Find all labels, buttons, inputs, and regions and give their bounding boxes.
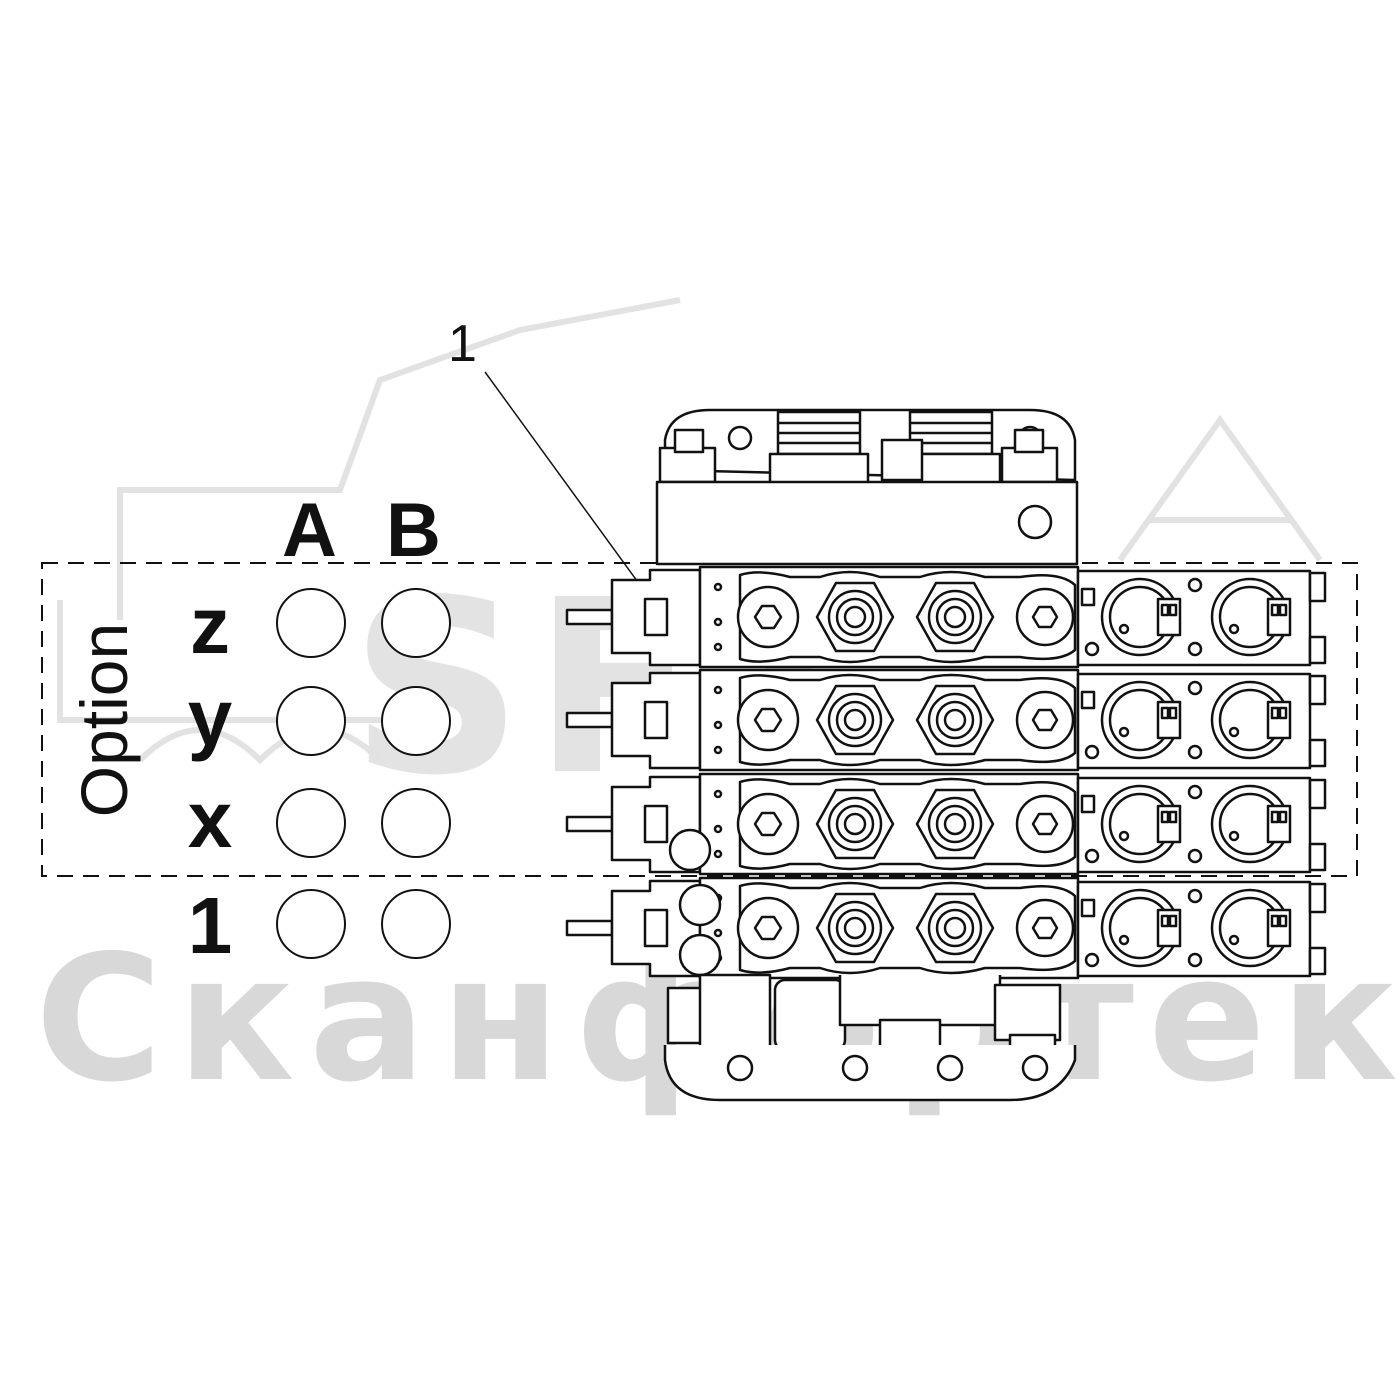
option-circles bbox=[276, 588, 451, 959]
valve-section-1 bbox=[565, 565, 1327, 669]
circle-x-b[interactable] bbox=[381, 788, 451, 858]
column-header-b: B bbox=[386, 488, 441, 573]
valve-section-2 bbox=[565, 668, 1327, 772]
circle-y-b[interactable] bbox=[381, 686, 451, 756]
row-label-1: 1 bbox=[187, 881, 233, 970]
circle-x-a[interactable] bbox=[276, 788, 346, 858]
circle-z-a[interactable] bbox=[276, 588, 346, 658]
column-header-a: A bbox=[282, 488, 337, 573]
callout-leader bbox=[484, 371, 641, 586]
callout-number: 1 bbox=[448, 315, 477, 373]
valve-block bbox=[565, 408, 1327, 1102]
row-label-z: z bbox=[190, 581, 230, 670]
row-label-y: y bbox=[187, 673, 233, 762]
valve-section-4 bbox=[565, 876, 1327, 980]
circle-z-b[interactable] bbox=[381, 588, 451, 658]
option-group-label: Option bbox=[67, 622, 141, 818]
row-label-x: x bbox=[187, 775, 233, 864]
circle-y-a[interactable] bbox=[276, 686, 346, 756]
fitting-1-lower bbox=[678, 933, 722, 977]
circle-1-a[interactable] bbox=[276, 889, 346, 959]
fitting-1-upper bbox=[678, 883, 722, 927]
fitting-x bbox=[668, 828, 712, 872]
circle-1-b[interactable] bbox=[381, 889, 451, 959]
valve-section-3 bbox=[565, 772, 1327, 876]
